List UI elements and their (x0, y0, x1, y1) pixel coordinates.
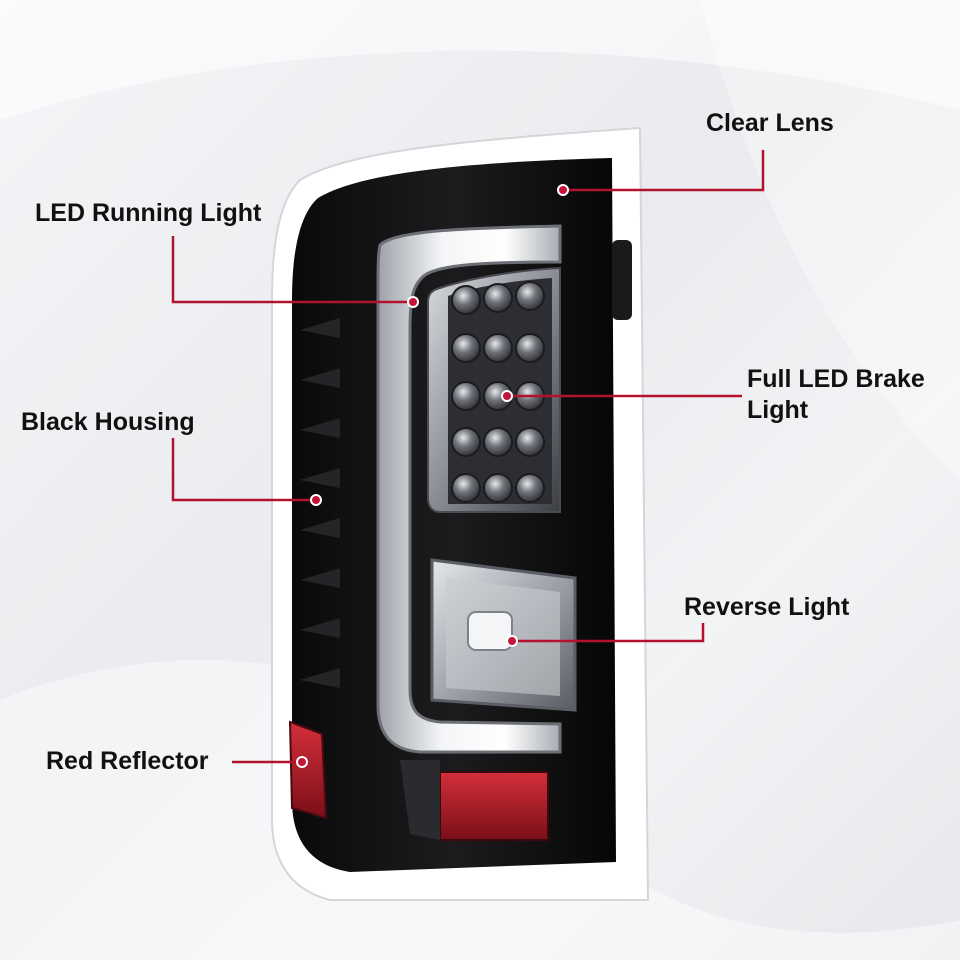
label-red-reflector: Red Reflector (46, 747, 209, 775)
red-reflector-side (288, 720, 328, 820)
label-black-housing: Black Housing (21, 408, 195, 436)
label-clear-lens: Clear Lens (706, 109, 834, 137)
label-led-running-light: LED Running Light (35, 199, 262, 227)
led-array (451, 281, 545, 503)
label-reverse-light: Reverse Light (684, 593, 850, 621)
label-full-led-brake-light: Full LED Brake Light (747, 365, 925, 424)
red-reflector-bottom (439, 771, 549, 841)
